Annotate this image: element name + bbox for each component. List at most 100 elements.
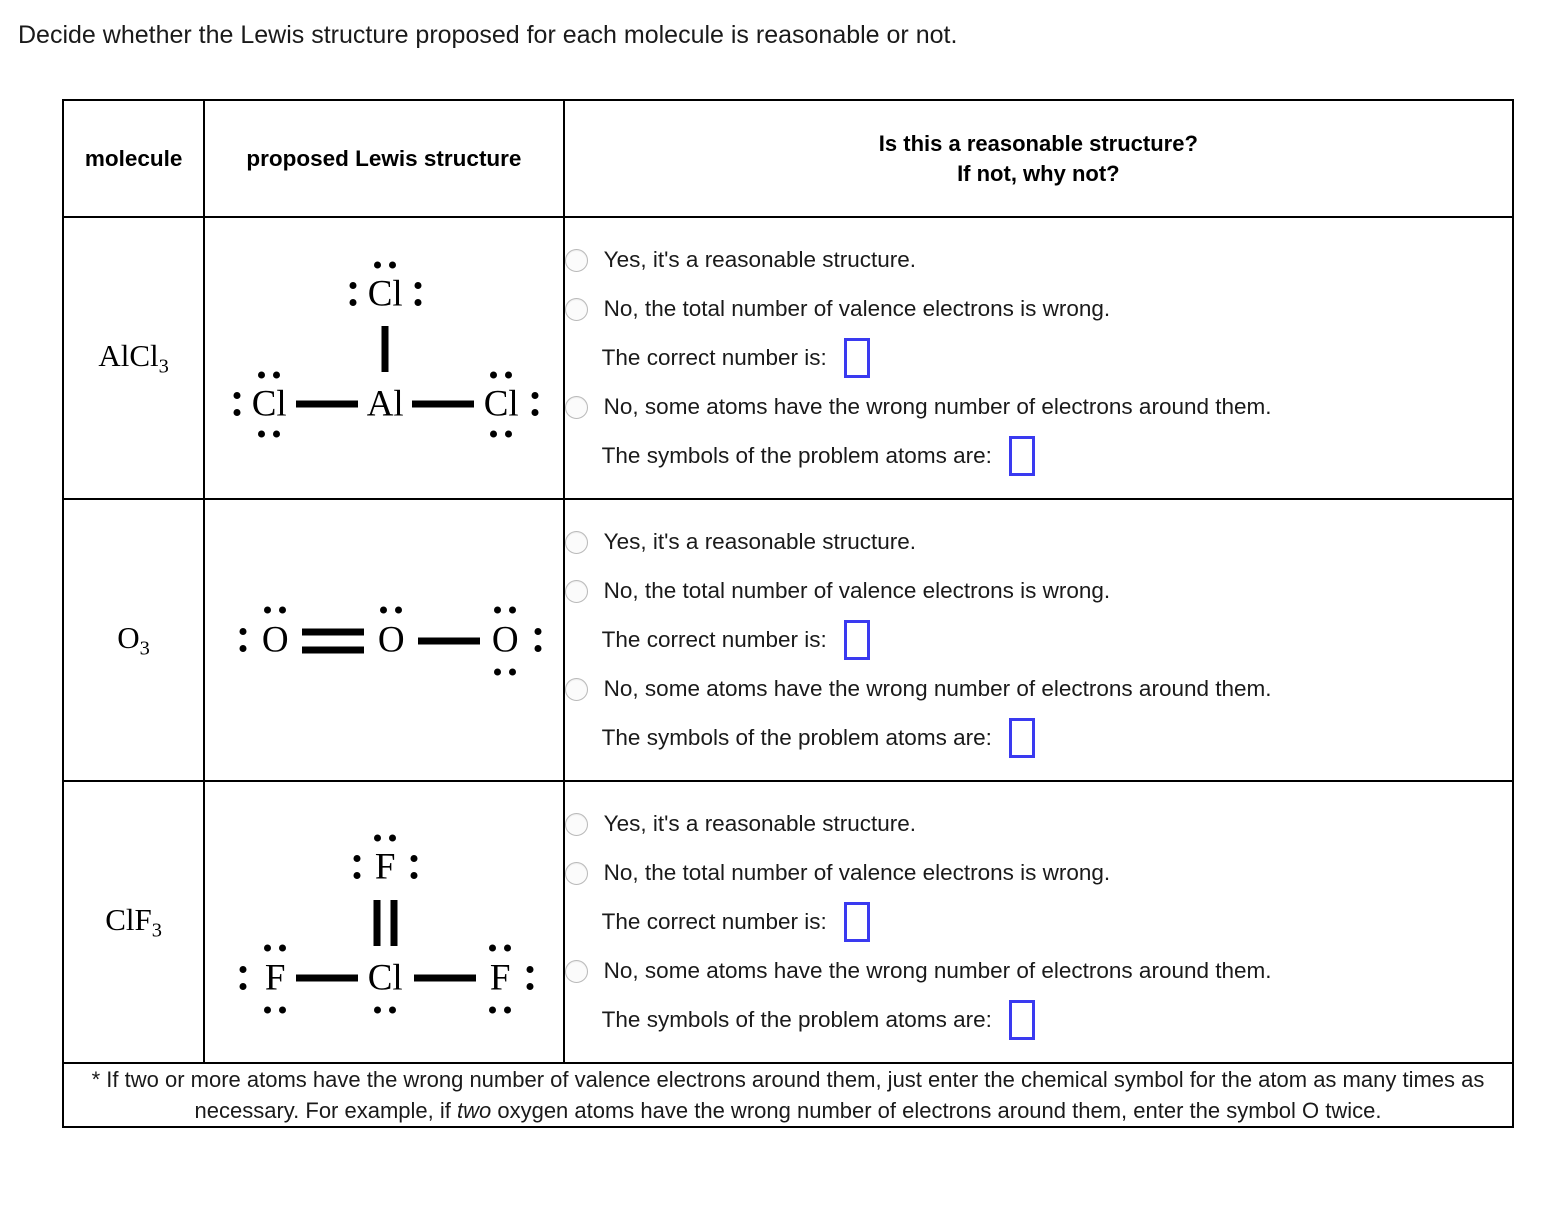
lone-pair-o-left-left [239,628,247,652]
header-question: Is this a reasonable structure? If not, … [562,99,1515,218]
bond-double-upper [302,628,365,636]
lone-pair-f-left-above [264,944,287,952]
problem-symbols-input[interactable] [1008,1000,1035,1040]
option-label: No, the total number of valence electron… [603,296,1111,321]
lone-pair-o-right-below [494,668,517,676]
radio-button-icon[interactable] [564,812,588,836]
option-yes[interactable]: Yes, it's a reasonable structure. [564,518,1512,567]
bond-left-single [296,974,359,982]
radio-button-icon[interactable] [564,530,588,554]
lone-pair-o-right-right [534,628,542,652]
problem-symbols-input[interactable] [1008,718,1035,758]
footnote: * If two or more atoms have the wrong nu… [62,1062,1514,1128]
atom-al-center: Al [366,383,404,425]
option-wrong-valence[interactable]: No, the total number of valence electron… [564,567,1512,616]
option-wrong-atoms[interactable]: No, some atoms have the wrong number of … [564,383,1512,432]
lewis-structure-table: molecule proposed Lewis structure Is thi… [61,99,1515,1128]
table-header-row: molecule proposed Lewis structure Is thi… [61,99,1515,218]
formula-subscript: 3 [151,919,162,942]
header-structure: proposed Lewis structure [203,99,565,218]
lone-pair-cl-right-below [490,430,513,438]
formula-main: AlCl [98,337,159,373]
correct-number-row: The correct number is: [565,334,1512,383]
problem-symbols-row: The symbols of the problem atoms are: [565,996,1512,1045]
problem-symbols-input[interactable] [1008,436,1035,476]
alcl3-lewis-structure: Cl Al Cl Cl [203,216,565,500]
lone-pair-f-left-left [239,966,247,990]
lone-pair-cl-center-below [374,1006,397,1014]
option-wrong-valence[interactable]: No, the total number of valence electron… [564,285,1512,334]
lone-pair-f-top-right [410,855,418,879]
correct-number-input[interactable] [843,620,870,660]
formula-subscript: 3 [158,355,169,378]
radio-button-icon[interactable] [564,677,588,701]
option-label: No, the total number of valence electron… [603,860,1111,885]
table-row: O3 O O O [61,498,1515,782]
option-label: Yes, it's a reasonable structure. [603,247,917,272]
molecule-formula-clf3: ClF3 [61,780,206,1064]
option-label: Yes, it's a reasonable structure. [603,529,917,554]
formula-subscript: 3 [139,637,150,660]
bond-left-single [296,400,359,408]
correct-number-row: The correct number is: [565,898,1512,947]
lone-pair-f-top-left [353,855,361,879]
option-label: No, some atoms have the wrong number of … [603,958,1272,983]
option-yes[interactable]: Yes, it's a reasonable structure. [564,236,1512,285]
atom-f-left: F [264,957,286,999]
option-wrong-atoms[interactable]: No, some atoms have the wrong number of … [564,665,1512,714]
bond-double-vertical-left [373,900,381,946]
header-molecule: molecule [61,99,206,218]
molecule-formula-alcl3: AlCl3 [61,216,206,500]
radio-button-icon[interactable] [564,861,588,885]
lone-pair-cl-right-above [490,371,513,379]
correct-number-input[interactable] [843,902,870,942]
table-row: AlCl3 Cl Al Cl [61,216,1515,500]
correct-number-label: The correct number is: [601,627,827,652]
atom-o-right: O [491,619,519,661]
correct-number-label: The correct number is: [601,909,827,934]
lone-pair-f-right-above [489,944,512,952]
correct-number-input[interactable] [843,338,870,378]
lone-pair-cl-right-right [531,392,539,416]
lone-pair-o-middle-above [380,606,403,614]
problem-symbols-row: The symbols of the problem atoms are: [565,432,1512,481]
lone-pair-cl-top-above [374,261,397,269]
lone-pair-cl-top-left [349,282,357,306]
bond-right-single [412,400,475,408]
question-options-clf3: Yes, it's a reasonable structure. No, th… [562,780,1515,1064]
radio-button-icon[interactable] [564,395,588,419]
footnote-emphasis: two [456,1098,492,1123]
option-wrong-valence[interactable]: No, the total number of valence electron… [564,849,1512,898]
footnote-part2: oxygen atoms have the wrong number of el… [491,1098,1382,1123]
lone-pair-f-top-above [374,834,397,842]
correct-number-row: The correct number is: [565,616,1512,665]
bond-double-lower [302,646,365,654]
radio-button-icon[interactable] [564,297,588,321]
lone-pair-o-right-above [494,606,517,614]
atom-cl-center: Cl [367,957,403,999]
option-label: No, some atoms have the wrong number of … [603,394,1272,419]
atom-cl-left: Cl [251,383,287,425]
option-yes[interactable]: Yes, it's a reasonable structure. [564,800,1512,849]
atom-o-middle: O [377,619,405,661]
option-wrong-atoms[interactable]: No, some atoms have the wrong number of … [564,947,1512,996]
footnote-row: * If two or more atoms have the wrong nu… [62,1062,1514,1128]
question-options-alcl3: Yes, it's a reasonable structure. No, th… [562,216,1515,500]
atom-cl-right: Cl [483,383,519,425]
clf3-lewis-structure: F Cl F F [203,780,565,1064]
formula-main: ClF [105,901,152,937]
page-title: Decide whether the Lewis structure propo… [18,21,958,49]
problem-symbols-label: The symbols of the problem atoms are: [601,1007,992,1032]
bond-vertical-single [381,326,389,372]
radio-button-icon[interactable] [564,579,588,603]
bond-single [418,637,481,645]
problem-symbols-label: The symbols of the problem atoms are: [601,725,992,750]
option-label: No, some atoms have the wrong number of … [603,676,1272,701]
lone-pair-cl-top-right [414,282,422,306]
radio-button-icon[interactable] [564,959,588,983]
radio-button-icon[interactable] [564,248,588,272]
lone-pair-cl-left-below [258,430,281,438]
bond-right-single [414,974,477,982]
problem-symbols-row: The symbols of the problem atoms are: [565,714,1512,763]
option-label: Yes, it's a reasonable structure. [603,811,917,836]
